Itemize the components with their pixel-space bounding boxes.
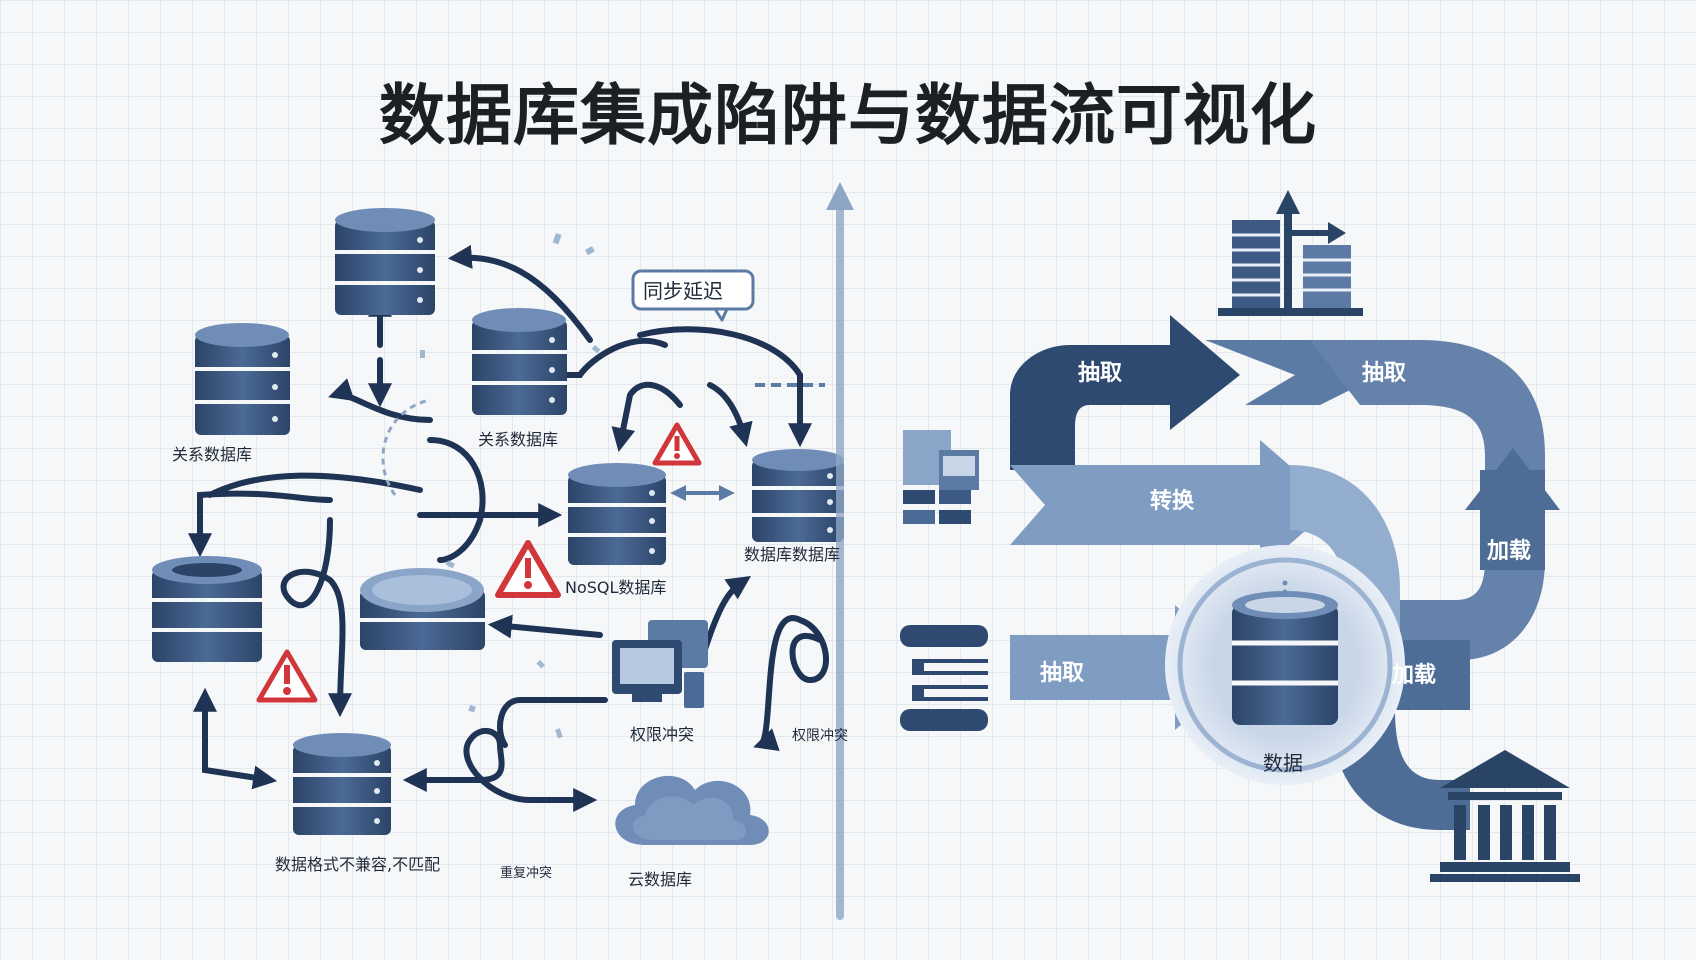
permission-conflict-label: 权限冲突 bbox=[630, 725, 694, 744]
relational-db-label: 关系数据库 bbox=[478, 430, 558, 449]
database-icon bbox=[1232, 591, 1338, 725]
relational-db-label: 数据库数据库 bbox=[744, 545, 840, 564]
sync-delay-callout bbox=[631, 269, 755, 322]
computer-icon bbox=[612, 620, 708, 708]
permission-conflict-label: 权限冲突 bbox=[792, 728, 848, 744]
dashed-swirl bbox=[381, 398, 431, 496]
format-incompatible-label: 数据格式不兼容,不匹配 bbox=[275, 855, 440, 874]
relational-db-label: 关系数据库 bbox=[172, 445, 252, 464]
sync-delay-label: 同步延迟 bbox=[643, 279, 723, 303]
warning-icon bbox=[495, 540, 561, 598]
cloud-db-label: 云数据库 bbox=[628, 870, 692, 889]
warning-icon bbox=[256, 649, 318, 703]
load-label: 加载 bbox=[1486, 538, 1531, 564]
page-title: 数据库集成陷阱与数据流可视化 bbox=[379, 77, 1317, 154]
warning-icon bbox=[652, 422, 702, 466]
load-label: 加载 bbox=[1391, 662, 1436, 688]
server-stack-icon bbox=[900, 625, 988, 731]
nosql-db-label: NoSQL数据库 bbox=[565, 578, 666, 597]
building-icon bbox=[1218, 190, 1363, 316]
extract-label: 抽取 bbox=[1362, 361, 1406, 386]
center-divider bbox=[826, 182, 854, 920]
data-core-label: 数据 bbox=[1263, 751, 1303, 775]
duplicate-conflict-label: 重复冲突 bbox=[500, 865, 552, 881]
transform-label: 转换 bbox=[1150, 488, 1195, 514]
database-icon bbox=[472, 308, 567, 415]
database-icon bbox=[335, 208, 435, 315]
database-icon bbox=[568, 463, 666, 565]
database-icon bbox=[195, 323, 290, 435]
central-data-hub bbox=[1165, 545, 1405, 785]
database-icon bbox=[360, 568, 485, 650]
database-icon bbox=[152, 556, 262, 662]
database-icon bbox=[752, 449, 844, 542]
extract-label: 抽取 bbox=[1078, 361, 1122, 386]
cloud-icon bbox=[615, 775, 769, 845]
database-icon bbox=[293, 733, 391, 835]
bank-icon bbox=[1430, 750, 1580, 882]
document-stack-icon bbox=[903, 430, 979, 524]
double-arrow-db bbox=[670, 383, 825, 501]
extract-label: 抽取 bbox=[1040, 661, 1084, 686]
